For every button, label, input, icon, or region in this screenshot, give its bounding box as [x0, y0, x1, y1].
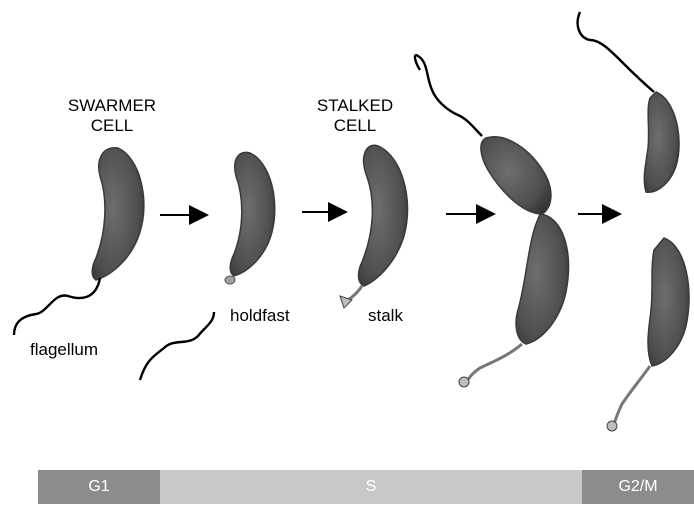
stalked-cell-label: STALKED CELL	[300, 96, 410, 136]
swarmer-cell	[14, 148, 144, 335]
swarmer-label-line1: SWARMER	[52, 96, 172, 116]
flagellum-label: flagellum	[30, 340, 98, 360]
flagellum-swarmer	[14, 278, 100, 335]
phase-s: S	[160, 470, 582, 504]
holdfast-predivisional	[459, 377, 469, 387]
holdfast-daughter	[607, 421, 617, 431]
swarmer-label-line2: CELL	[52, 116, 172, 136]
swarmer-cell-body	[92, 148, 144, 280]
stalk-daughter	[614, 366, 650, 424]
daughter-stalked-body	[648, 238, 689, 366]
daughter-cells	[578, 12, 689, 431]
holdfast-cell	[140, 152, 275, 380]
predivisional-bottom-body	[516, 214, 568, 344]
phase-g2m: G2/M	[582, 470, 694, 504]
flagellum-daughter	[578, 12, 654, 92]
stalk-label: stalk	[368, 306, 403, 326]
stalk-stage3	[348, 286, 362, 300]
stalked-cell-body	[359, 145, 408, 286]
daughter-swarmer-body	[644, 92, 679, 192]
holdfast-label: holdfast	[230, 306, 290, 326]
flagellum-predivisional	[415, 55, 482, 136]
phase-g1: G1	[38, 470, 160, 504]
holdfast-knob	[225, 276, 235, 284]
swarmer-cell-label: SWARMER CELL	[52, 96, 172, 136]
predivisional-cell	[415, 55, 569, 387]
stalked-label-line1: STALKED	[300, 96, 410, 116]
stalked-cell	[340, 145, 408, 308]
flagellum-detached	[140, 312, 214, 380]
predivisional-top-body	[481, 137, 551, 214]
stalked-label-line2: CELL	[300, 116, 410, 136]
stalk-predivisional	[468, 344, 522, 380]
holdfast-cell-body	[230, 152, 275, 276]
